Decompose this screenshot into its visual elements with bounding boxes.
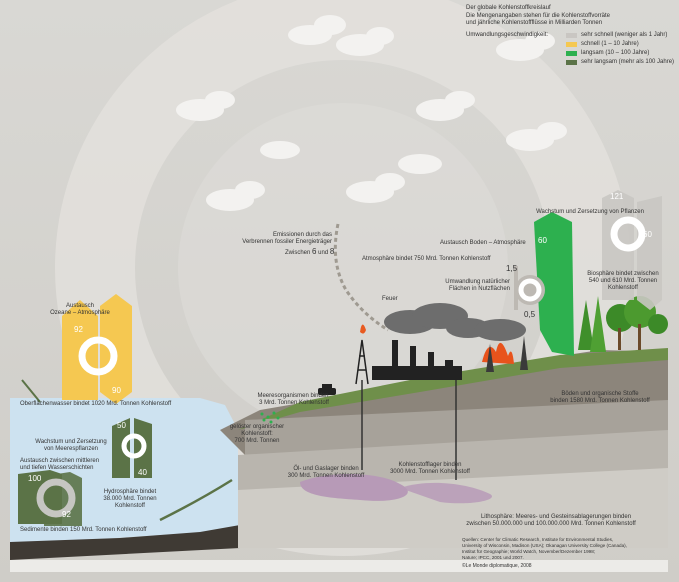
ocean-atm-label-2: Ozeane – Atmosphäre: [50, 310, 110, 316]
emissions-between: Zwischen: [285, 250, 311, 256]
sources-line-1: Quellen: Center for Climatic Research, I…: [462, 537, 614, 542]
emission-arrow: [333, 223, 389, 332]
hydrosphere-label-2: 38.000 Mrd. Tonnen: [103, 496, 157, 502]
value-deep-up: 100: [28, 474, 42, 483]
marine-exchange-arrows: [112, 418, 152, 478]
dissolved-label-3: 700 Mrd. Tonnen: [234, 438, 280, 444]
landuse-exchange: [514, 266, 545, 310]
soil-label-1: Böden und organische Stoffe: [561, 391, 639, 397]
lithosphere-label-1: Lithosphäre: Meeres- und Gesteinsablager…: [480, 514, 632, 520]
surface-water-label: Oberflächenwasser bindet 1020 Mrd. Tonne…: [20, 401, 172, 407]
legend-swatch: [566, 50, 577, 56]
car: [318, 384, 336, 395]
value-deep-down: 92: [62, 510, 71, 519]
deep-water-exchange-arrows: [18, 470, 82, 526]
legend-item-fast: schnell (1 – 10 Jahre): [566, 40, 639, 48]
clouds: [176, 15, 567, 211]
value-ocean-down: 90: [112, 386, 121, 395]
soil-label-2: binden 1580 Mrd. Tonnen Kohlenstoff: [550, 398, 650, 404]
value-plants-down: 60: [643, 230, 652, 239]
credit: ©Le Monde diplomatique, 2008: [462, 563, 532, 569]
fire-label: Feuer: [382, 296, 398, 302]
footer-band: [10, 560, 668, 572]
left-arrow-line: [21, 379, 41, 403]
marine-plants-label-1: Wachstum und Zersetzung: [35, 439, 107, 445]
diagram-subtitle-1: Die Mengenangaben stehen für die Kohlens…: [466, 13, 610, 19]
legend-label: sehr schnell (weniger als 1 Jahr): [581, 31, 668, 38]
oil-derrick: [355, 339, 369, 385]
sediment-layer: [10, 525, 240, 560]
marine-org-label-2: 3 Mrd. Tonnen Kohlenstoff: [259, 400, 329, 406]
dissolved-label-1: gelöster organischer: [229, 424, 285, 430]
emissions-range: Zwischen 6 und 8: [285, 247, 334, 257]
emissions-max: 8: [329, 247, 335, 256]
marine-plants-label-2: von Meerespflanzen: [43, 446, 99, 452]
marine-org-label-1: Meeresorganismen binden: [257, 393, 329, 399]
biosphere-label-3: Kohlenstoff: [608, 285, 638, 291]
sources-line-3: Institut für Geographie; World Watch, No…: [462, 549, 596, 554]
value-ocean-up: 92: [74, 325, 83, 334]
legend-swatch: [566, 59, 577, 65]
diagram-subtitle-2: und jährliche Kohlenstoffflüsse in Milli…: [466, 20, 603, 26]
sources-line-2: University of Wisconsin, Madison (USA); …: [462, 543, 627, 548]
factory: [372, 340, 462, 380]
value-landuse-high: 1,5: [506, 264, 518, 273]
biosphere-label-1: Biosphäre bindet zwischen: [587, 271, 659, 277]
legend-item-very-fast: sehr schnell (weniger als 1 Jahr): [566, 31, 667, 39]
deep-exchange-label-2: und tiefen Wasserschichten: [20, 465, 94, 471]
burnt-trees: [486, 336, 528, 372]
gas-flame: [360, 324, 366, 334]
value-soil-exchange: 60: [538, 236, 547, 245]
emissions-label-2: Verbrennen fossiler Energieträger: [242, 239, 332, 245]
legend-label: sehr langsam (mehr als 100 Jahre): [581, 58, 675, 65]
sediment-arrow: [159, 478, 233, 522]
landuse-label-1: Umwandlung natürlicher: [445, 279, 510, 285]
legend-swatch: [566, 32, 577, 38]
soil-exchange-label: Austausch Boden – Atmosphäre: [440, 240, 526, 246]
grass-strip: [238, 348, 668, 430]
atmosphere-label: Atmosphäre bindet 750 Mrd. Tonnen Kohlen…: [362, 256, 491, 262]
legend-label: schnell (1 – 10 Jahre): [581, 40, 639, 47]
coal-label-2: 3000 Mrd. Tonnen Kohlenstoff: [390, 469, 470, 475]
oil-gas-label-2: 300 Mrd. Tonnen Kohlenstoff: [287, 473, 365, 479]
oil-gas-deposit: [300, 473, 408, 501]
legend-swatch: [566, 41, 577, 47]
dissolved-label-2: Kohlenstoff:: [241, 431, 273, 437]
biosphere-label-2: 540 und 610 Mrd. Tonnen: [588, 278, 658, 284]
value-landuse-low: 0,5: [524, 310, 536, 319]
speed-label: Umwandlungsgeschwindigkeit:: [466, 32, 549, 38]
plant-growth-label: Wachstum und Zersetzung von Pflanzen: [536, 209, 644, 215]
lithosphere-label-2: zwischen 50.000.000 und 100.000.000 Mrd.…: [466, 521, 636, 527]
plant-exchange-arrows: [602, 190, 662, 310]
landuse-label-2: Flächen in Nutzflächen: [448, 286, 510, 292]
legend-item-slow: langsam (10 – 100 Jahre): [566, 49, 649, 57]
oil-gas-label-1: Öl- und Gaslager binden: [293, 466, 359, 472]
sediments-label: Sedimente binden 150 Mrd. Tonnen Kohlens…: [20, 527, 147, 533]
coal-label-1: Kohlenstofflager binden: [398, 462, 462, 468]
emissions-and: und: [318, 250, 329, 256]
diagram-title: Der globale Kohlenstoffkreislauf: [466, 5, 551, 11]
deep-exchange-label-1: Austausch zwischen mittleren: [20, 458, 100, 464]
legend-item-very-slow: sehr langsam (mehr als 100 Jahre): [566, 58, 674, 66]
soil-exchange-arrow: [534, 212, 574, 356]
ocean-atm-label-1: Austausch: [65, 303, 95, 309]
sources-line-4: Nature; IPCC, 2001 und 2007.: [462, 555, 524, 560]
emissions-label-1: Emissionen durch das: [272, 232, 332, 238]
ocean-exchange-arrows: [62, 294, 132, 404]
marine-organisms: [260, 411, 280, 424]
value-marine-up: 50: [117, 421, 126, 430]
hydrosphere-label-3: Kohlenstoff: [115, 503, 145, 509]
value-marine-down: 40: [138, 468, 147, 477]
emissions-min: 6: [312, 247, 317, 256]
value-plants-up: 121: [610, 192, 624, 201]
smoke: [384, 303, 526, 341]
hydrosphere-label-1: Hydrosphäre bindet: [103, 489, 157, 495]
legend-label: langsam (10 – 100 Jahre): [581, 49, 650, 56]
coal-deposit: [400, 482, 492, 504]
